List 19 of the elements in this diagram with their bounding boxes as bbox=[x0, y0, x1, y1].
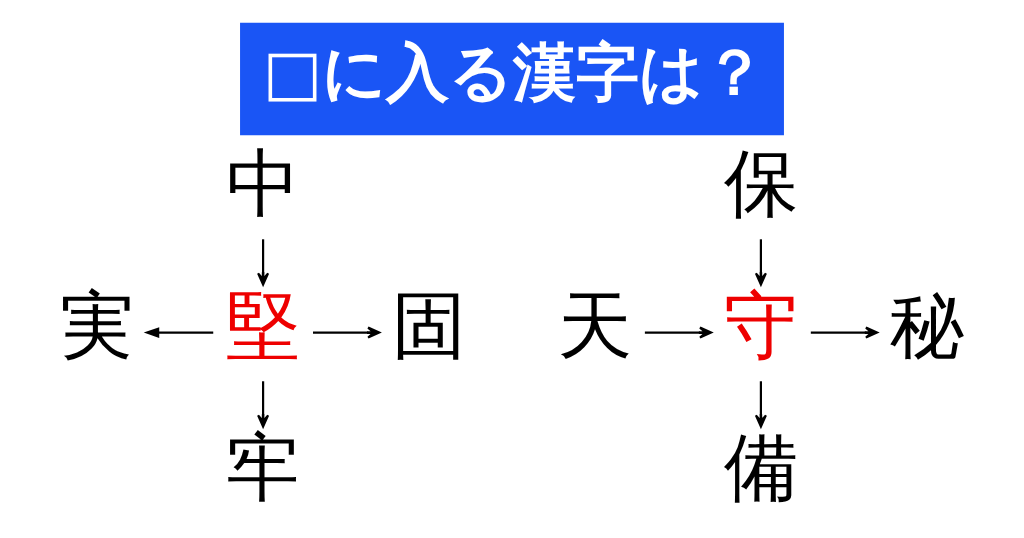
arrow bbox=[257, 239, 270, 286]
node-text: 実 bbox=[60, 283, 135, 369]
arrow bbox=[313, 326, 381, 339]
arrow bbox=[754, 381, 767, 428]
arrow bbox=[257, 381, 270, 428]
node-text: 中 bbox=[226, 141, 301, 227]
node-text: 天 bbox=[557, 283, 632, 369]
node-text: 固 bbox=[392, 283, 467, 369]
arrow bbox=[754, 239, 767, 286]
node-text: 守 bbox=[723, 283, 798, 369]
node-text: 牢 bbox=[226, 425, 301, 511]
node-text: 保 bbox=[723, 141, 798, 227]
node-text: 秘 bbox=[889, 283, 964, 369]
diagram-title: □に入る漢字は？ bbox=[263, 36, 767, 110]
node-text: 備 bbox=[723, 425, 798, 511]
node-text: 堅 bbox=[226, 283, 301, 369]
arrow bbox=[143, 327, 214, 339]
arrow bbox=[644, 326, 713, 339]
arrow bbox=[810, 326, 879, 339]
